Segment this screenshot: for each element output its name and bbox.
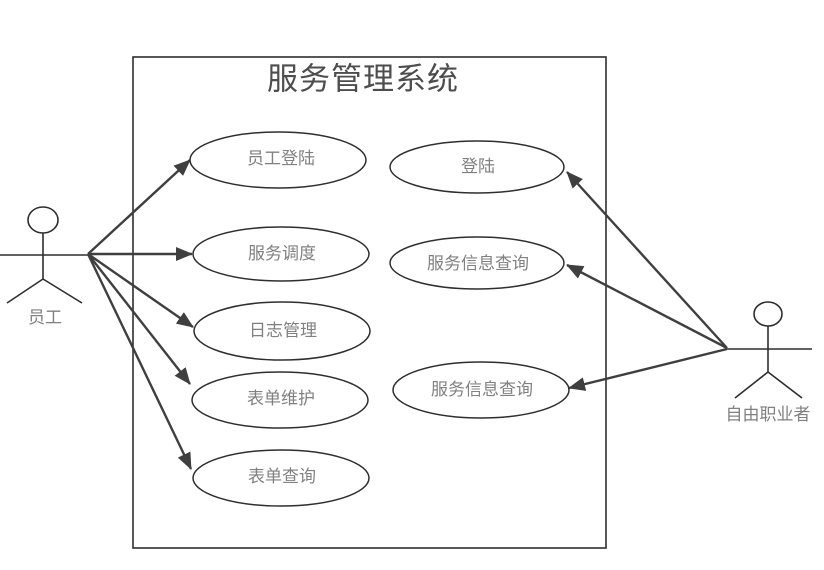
usecase-ellipse-service-dispatch [192, 226, 370, 282]
actor-freelancer-left-leg [734, 371, 769, 399]
usecase-label-service-info-query-1: 服务信息查询 [427, 253, 529, 273]
usecase-label-form-maintenance: 表单维护 [247, 388, 315, 408]
usecase-ellipse-login [389, 140, 565, 194]
usecase-ellipse-service-info-query-2 [392, 361, 570, 419]
usecase-ellipse-service-info-query-1 [389, 236, 565, 290]
actor-employee-figure [0, 206, 88, 304]
usecase-label-employee-login: 员工登陆 [247, 148, 315, 168]
association-employee-to-form-query [86, 253, 193, 470]
association-employee-to-log-management [87, 253, 194, 328]
system-title: 服务管理系统 [267, 61, 459, 97]
actor-employee-right-leg [42, 278, 83, 304]
actor-employee-left-leg [6, 278, 44, 304]
actor-freelancer-head [753, 301, 783, 327]
actor-label-freelancer: 自由职业者 [725, 404, 811, 424]
usecase-label-service-dispatch: 服务调度 [248, 243, 316, 263]
usecase-label-login: 登陆 [461, 156, 495, 176]
actor-freelancer-figure [727, 301, 812, 399]
usecase-label-log-management: 日志管理 [249, 320, 317, 340]
association-freelancer-to-login [566, 171, 728, 349]
association-freelancer-to-service-info-query-1 [566, 263, 728, 350]
actor-label-employee: 员工 [28, 307, 62, 327]
usecase-ellipse-employee-login [189, 131, 367, 189]
association-employee-to-employee-login [87, 159, 191, 255]
actor-employee-head [27, 206, 59, 234]
usecase-ellipse-form-maintenance [191, 371, 369, 429]
association-employee-to-form-maintenance [87, 253, 191, 385]
usecase-ellipse-form-query [192, 449, 370, 507]
usecase-label-form-query: 表单查询 [248, 466, 316, 486]
freelancer-associations [566, 171, 728, 391]
association-freelancer-to-service-info-query-2 [568, 347, 728, 391]
actor-freelancer-right-leg [767, 371, 803, 399]
employee-associations [86, 159, 194, 470]
usecase-label-service-info-query-2: 服务信息查询 [431, 379, 533, 399]
usecase-ellipse-log-management [193, 301, 371, 361]
